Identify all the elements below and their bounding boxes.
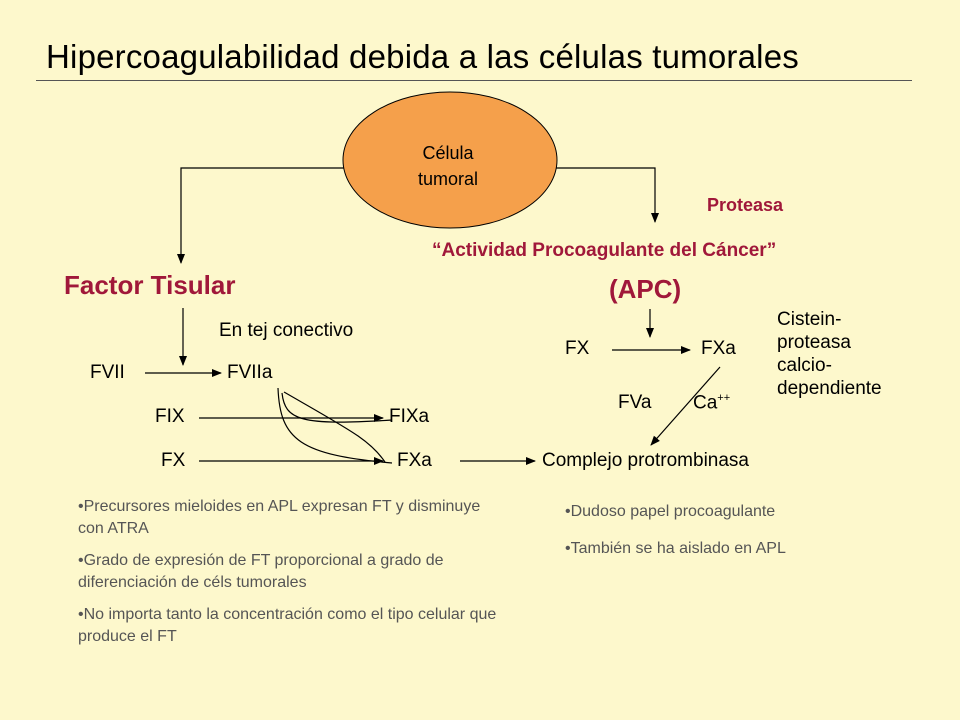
fvii-label: FVII (90, 362, 125, 383)
list-item: •Dudoso papel procoagulante (565, 503, 776, 520)
tumor-cell-label: Célula tumoral (388, 140, 508, 192)
fixa-label: FIXa (389, 406, 430, 427)
fix-label: FIX (155, 406, 185, 427)
calcium-superscript: ++ (717, 392, 731, 404)
complex-label: Complejo protrombinasa (542, 450, 749, 471)
fviia-label: FVIIa (227, 362, 273, 383)
left-bullet-list: •Precursores mieloides en APL expresan F… (78, 496, 498, 658)
page-title: Hipercoagulabilidad debida a las células… (46, 38, 799, 75)
list-item: •Grado de expresión de FT proporcional a… (78, 552, 444, 591)
right-fx-label: FX (565, 338, 590, 359)
fx-label: FX (161, 450, 186, 471)
curve-fixa-to-fxa (283, 391, 386, 463)
tumor-cell-ellipse (342, 91, 558, 229)
fva-label: FVa (618, 392, 652, 413)
tumor-cell-line1: Célula (422, 143, 474, 163)
tumor-cell-line2: tumoral (417, 169, 479, 189)
protease-type-line: Cistein- (777, 309, 842, 330)
site-label: En tej conectivo (219, 320, 354, 341)
protease-type-line: dependiente (777, 378, 882, 399)
arrow-cell-to-factor-tisular (177, 167, 344, 264)
list-item: •Precursores mieloides en APL expresan F… (78, 498, 481, 537)
protease-type-description: Cistein- proteasa calcio- dependiente (777, 308, 882, 400)
protease-label: Proteasa (707, 195, 784, 215)
calcium-text: Ca (693, 392, 718, 414)
arrow-cell-to-apc (556, 167, 659, 223)
apc-heading: (APC) (609, 274, 682, 304)
list-item: •No importa tanto la concentración como … (78, 606, 497, 645)
protease-type-line: calcio- (777, 355, 832, 376)
protease-type-line: proteasa (777, 332, 851, 353)
curve-fviia-to-fixa (281, 392, 393, 423)
curve-fviia-to-fxa (277, 387, 393, 464)
right-fxa-label: FXa (701, 338, 736, 359)
factor-tisular-heading: Factor Tisular (64, 270, 236, 300)
fxa-label: FXa (397, 450, 432, 471)
list-item: •También se ha aislado en APL (565, 540, 786, 557)
right-bullet-list: •Dudoso papel procoagulante •También se … (565, 501, 895, 570)
arrow-fxa-to-complex-diagonal (650, 366, 721, 446)
apc-description: “Actividad Procoagulante del Cáncer” (432, 240, 777, 261)
calcium-label: Ca++ (693, 392, 730, 414)
title-divider (36, 80, 912, 81)
